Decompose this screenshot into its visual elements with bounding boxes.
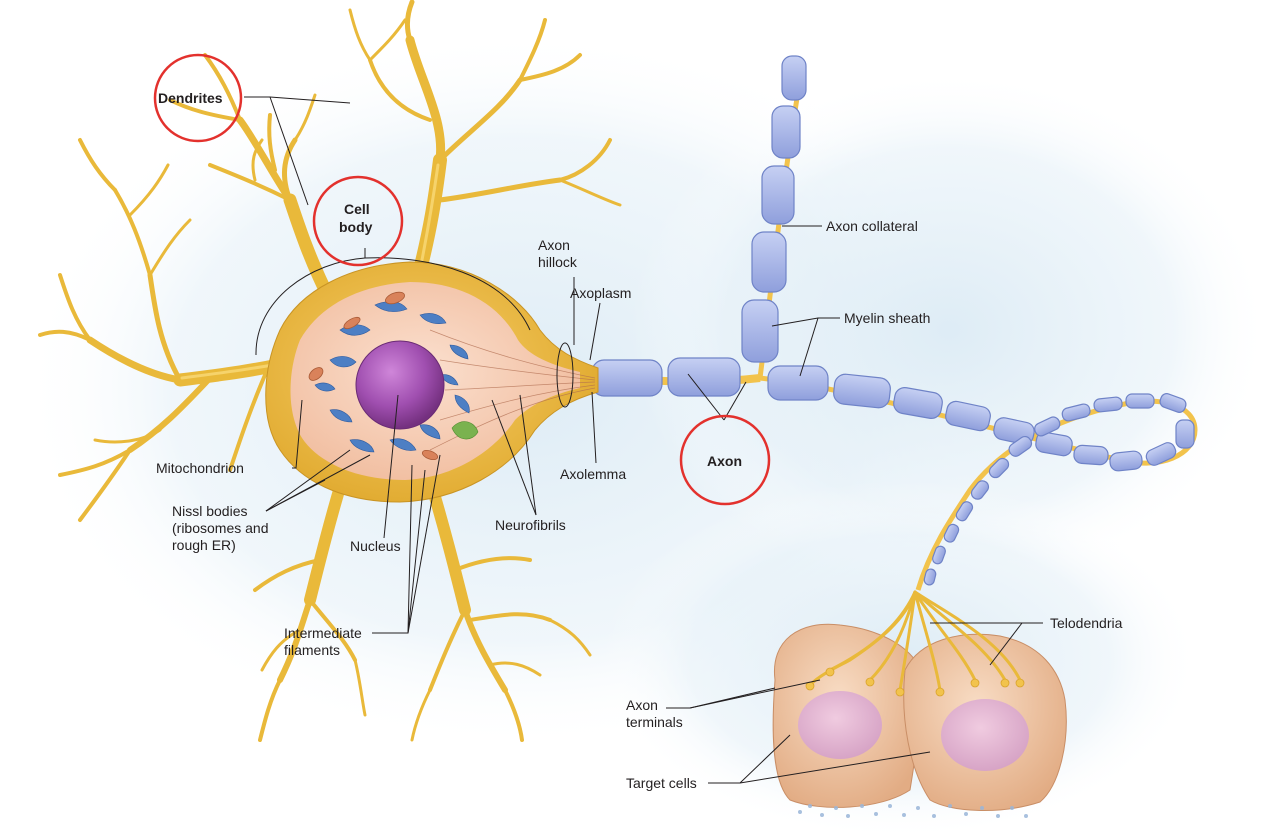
axon-terminals-label-line1: Axon [626, 697, 658, 713]
nissl-label-line2: (ribosomes and [172, 520, 269, 536]
target-cells [772, 623, 1067, 818]
axon-terminals-label-line2: terminals [626, 714, 683, 730]
axon-hillock-label-line2: hillock [538, 254, 578, 270]
axolemma-label: Axolemma [560, 466, 626, 482]
dendrites-label: Dendrites [158, 90, 223, 106]
labels: Dendrites Cell body Axon hillock Axoplas… [156, 90, 1123, 791]
nucleus-label: Nucleus [350, 538, 401, 554]
axon-hillock-label-line1: Axon [538, 237, 570, 253]
axon-label: Axon [707, 453, 742, 469]
nissl-label-line1: Nissl bodies [172, 503, 247, 519]
telodendria-label: Telodendria [1050, 615, 1123, 631]
nissl-label-line3: rough ER) [172, 537, 236, 553]
cell-body-highlight-circle [312, 175, 404, 267]
highlight-circles [153, 53, 771, 506]
axon-highlight-circle [679, 414, 771, 506]
cell-body-label-line1: Cell [344, 201, 370, 217]
myelin-segments [591, 357, 1195, 586]
myelin-sheath-label: Myelin sheath [844, 310, 930, 326]
neurofibrils-label: Neurofibrils [495, 517, 566, 533]
cell-body-shape [265, 261, 599, 503]
telodendria-branches [805, 590, 1025, 697]
collateral-myelin-segments [741, 55, 807, 363]
intermediate-filaments-label-line1: Intermediate [284, 625, 362, 641]
axon-collateral-label: Axon collateral [826, 218, 918, 234]
axoplasm-label: Axoplasm [570, 285, 631, 301]
intermediate-filaments-label-line2: filaments [284, 642, 340, 658]
mitochondrion-label: Mitochondrion [156, 460, 244, 476]
dendrites-highlight-circle [153, 53, 243, 143]
leader-lines [244, 96, 1043, 784]
cell-body-label-line2: body [339, 219, 373, 235]
target-cells-label: Target cells [626, 775, 697, 791]
